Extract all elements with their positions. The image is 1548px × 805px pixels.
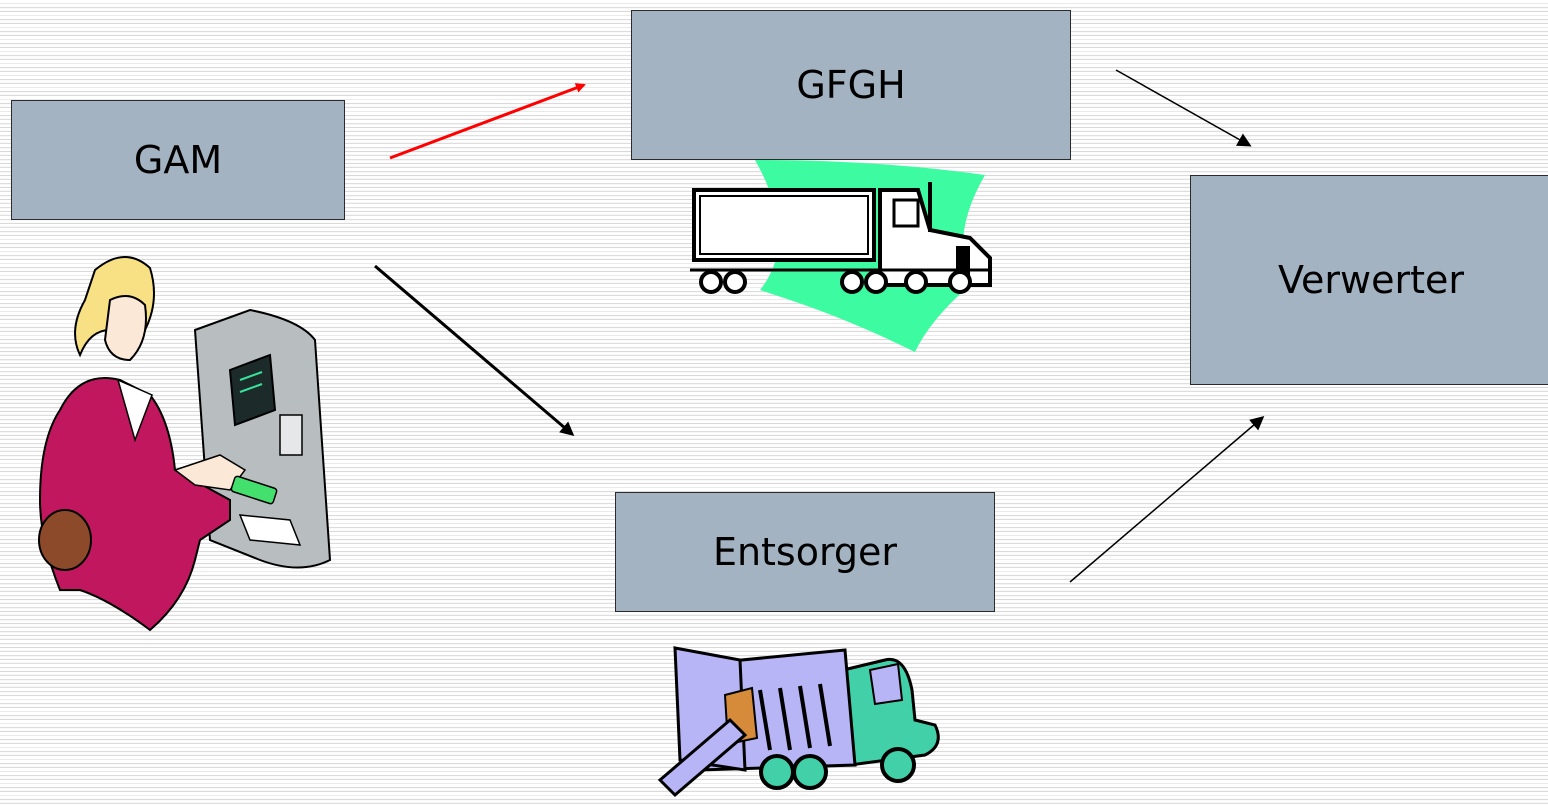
arrow-entsorger-to-verwerter — [1069, 416, 1265, 583]
node-gam-label: GAM — [133, 138, 223, 182]
node-gfgh-label: GFGH — [796, 63, 906, 107]
delivery-van-icon — [657, 646, 940, 798]
node-entsorger-label: Entsorger — [712, 530, 898, 574]
arrow-gam-to-entsorger — [374, 264, 575, 436]
node-verwerter-label: Verwerter — [1277, 258, 1465, 302]
node-gfgh: GFGH — [631, 10, 1071, 160]
woman-at-atm-icon — [38, 256, 332, 632]
node-verwerter: Verwerter — [1190, 175, 1548, 385]
semi-truck-icon — [690, 160, 992, 352]
node-entsorger: Entsorger — [615, 492, 995, 612]
node-gam: GAM — [11, 100, 345, 220]
arrow-gam-to-gfgh — [389, 83, 586, 160]
arrow-gfgh-to-verwerter — [1115, 69, 1252, 147]
